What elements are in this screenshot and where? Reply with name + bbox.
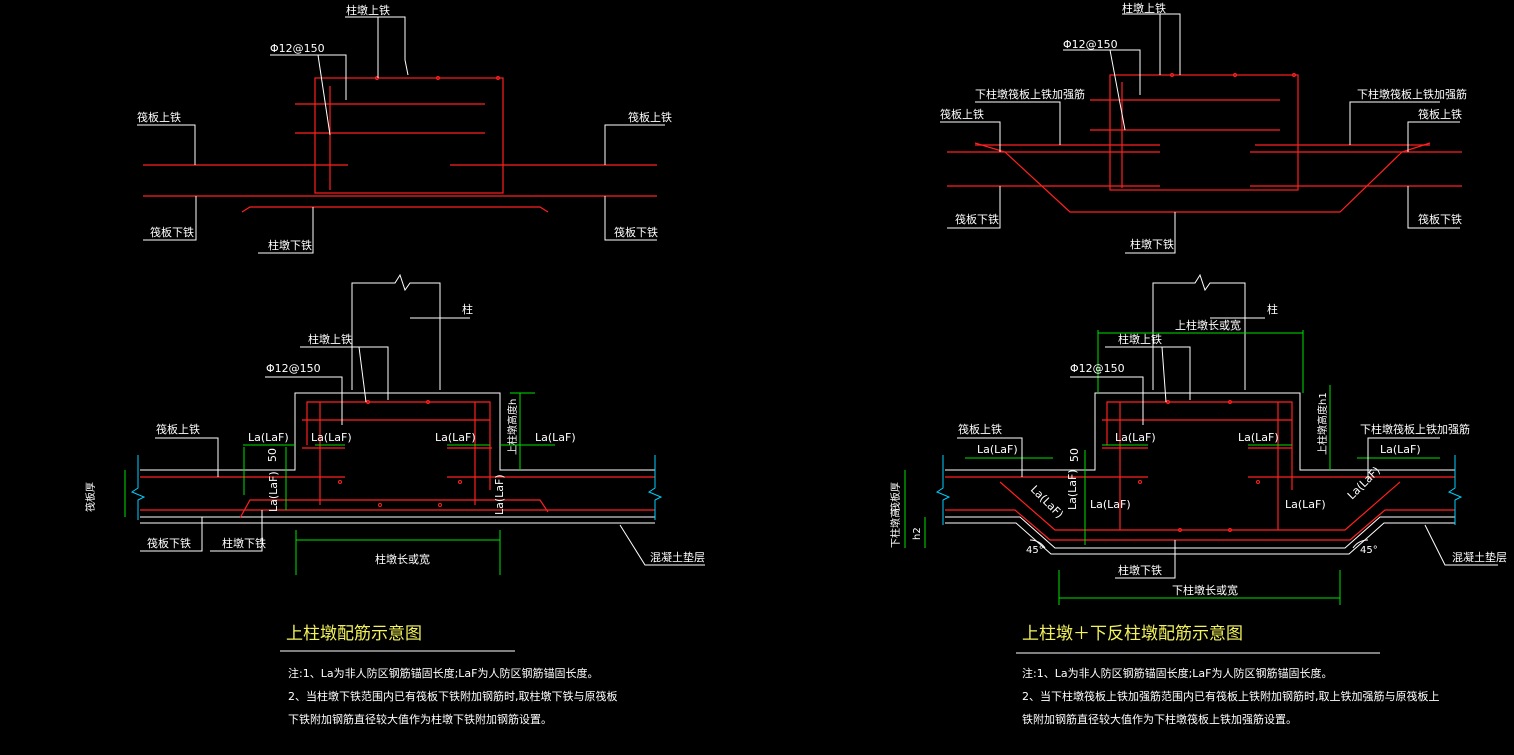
label-raft-top: 筏板上铁 [137,110,181,124]
label-la-v: La(LaF) [1066,469,1079,510]
label-la-v2: La(LaF) [493,474,506,515]
label-col-top-bar: 柱墩上铁 [1118,332,1162,346]
label-raft-top-r: 筏板上铁 [1418,107,1462,121]
label-column: 柱 [1267,302,1278,316]
label-raft-bottom-r: 筏板下铁 [614,225,658,239]
label-la-3: La(LaF) [435,431,476,444]
right-section-view: 柱 上柱墩长或宽 柱墩上铁 Φ12@150 筏板上铁 下柱墩筏板上铁加强筋 La… [889,273,1507,605]
label-lower-h: 下柱墩高 [889,508,902,548]
label-raft-top: 筏板上铁 [156,422,200,436]
label-raft-top: 筏板上铁 [958,422,1002,436]
label-raft-bottom-r: 筏板下铁 [1418,212,1462,226]
right-title: 上柱墩＋下反柱墩配筋示意图 [1022,624,1243,644]
label-column: 柱 [462,302,473,316]
label-angle-l: 45° [1026,545,1044,556]
label-raft-thk: 筏板厚 [84,482,97,512]
label-cushion: 混凝土垫层 [1452,550,1507,564]
label-la-d: La(LaF) [1380,443,1421,456]
right-note-1: 注:1、La为非人防区钢筋锚固长度;LaF为人防区钢筋锚固长度。 [1022,666,1332,680]
label-raft-bottom: 筏板下铁 [147,536,191,550]
label-la-b: La(LaF) [1115,431,1156,444]
label-la-4: La(LaF) [535,431,576,444]
label-col-top-bar: 柱墩上铁 [346,3,390,17]
right-note-2: 2、当下柱墩筏板上铁加强筋范围内已有筏板上铁附加钢筋时,取上铁加强筋与原筏板上 [1022,689,1440,703]
left-title: 上柱墩配筋示意图 [286,624,422,644]
label-height-h: 上柱墩高度h [506,399,519,455]
label-la-c: La(LaF) [1238,431,1279,444]
right-note-3: 铁附加钢筋直径较大值作为下柱墩筏板上铁加强筋设置。 [1022,712,1297,726]
label-lower-width: 下柱墩长或宽 [1172,583,1238,597]
label-raft-bottom: 筏板下铁 [150,225,194,239]
label-stirrup: Φ12@150 [1070,362,1125,375]
label-dim-50: 50 [266,448,279,462]
label-cushion: 混凝土垫层 [650,550,705,564]
label-col-bottom-bar: 柱墩下铁 [222,536,266,550]
label-dim-50: 50 [1068,448,1081,462]
label-raft-top: 筏板上铁 [940,107,984,121]
label-upper-width: 上柱墩长或宽 [1175,318,1241,332]
label-raft-top-r: 筏板上铁 [628,110,672,124]
label-height-h1: 上柱墩高度h1 [1316,392,1329,455]
label-col-bottom-bar: 柱墩下铁 [1130,237,1174,251]
left-note-2: 2、当柱墩下铁范围内已有筏板下铁附加钢筋时,取柱墩下铁与原筏板 [288,689,618,703]
column-pier-outline [314,77,504,194]
left-section-view: 柱 柱墩上铁 Φ12@150 筏板上铁 La(LaF) La(LaF) La(L… [84,273,705,575]
label-col-top-bar: 柱墩上铁 [1122,1,1166,15]
label-col-bottom-bar: 柱墩下铁 [268,238,312,252]
label-stirrup: Φ12@150 [266,362,321,375]
label-lower-add-r: 下柱墩筏板上铁加强筋 [1357,87,1467,101]
label-stirrup: Φ12@150 [1063,38,1118,51]
label-lower-add-l: 下柱墩筏板上铁加强筋 [975,87,1085,101]
label-la-e: La(LaF) [1090,498,1131,511]
left-top-view: 柱墩上铁 Φ12@150 筏板上铁 筏板上铁 筏板下铁 筏板下铁 柱墩下铁 [137,3,672,254]
label-la-a: La(LaF) [977,443,1018,456]
label-la-diag-l: La(LaF) [1028,483,1066,521]
label-lower-add: 下柱墩筏板上铁加强筋 [1360,422,1470,436]
left-note-1: 注:1、La为非人防区钢筋锚固长度;LaF为人防区钢筋锚固长度。 [288,666,598,680]
left-note-3: 下铁附加钢筋直径较大值作为柱墩下铁附加钢筋设置。 [288,712,552,726]
label-angle-r: 45° [1360,545,1378,556]
label-la-f: La(LaF) [1285,498,1326,511]
label-width: 柱墩长或宽 [375,552,430,566]
label-la-v1: La(LaF) [267,471,280,512]
label-col-top-bar: 柱墩上铁 [308,332,352,346]
label-la-1: La(LaF) [248,431,289,444]
label-h2: h2 [912,527,923,540]
label-raft-thk: 筏板厚 [889,482,902,512]
right-top-view: 柱墩上铁 Φ12@150 下柱墩筏板上铁加强筋 下柱墩筏板上铁加强筋 筏板上铁 … [940,1,1467,254]
label-stirrup: Φ12@150 [270,42,325,55]
label-la-2: La(LaF) [311,431,352,444]
label-col-bottom-bar: 柱墩下铁 [1118,563,1162,577]
label-raft-bottom: 筏板下铁 [955,212,999,226]
